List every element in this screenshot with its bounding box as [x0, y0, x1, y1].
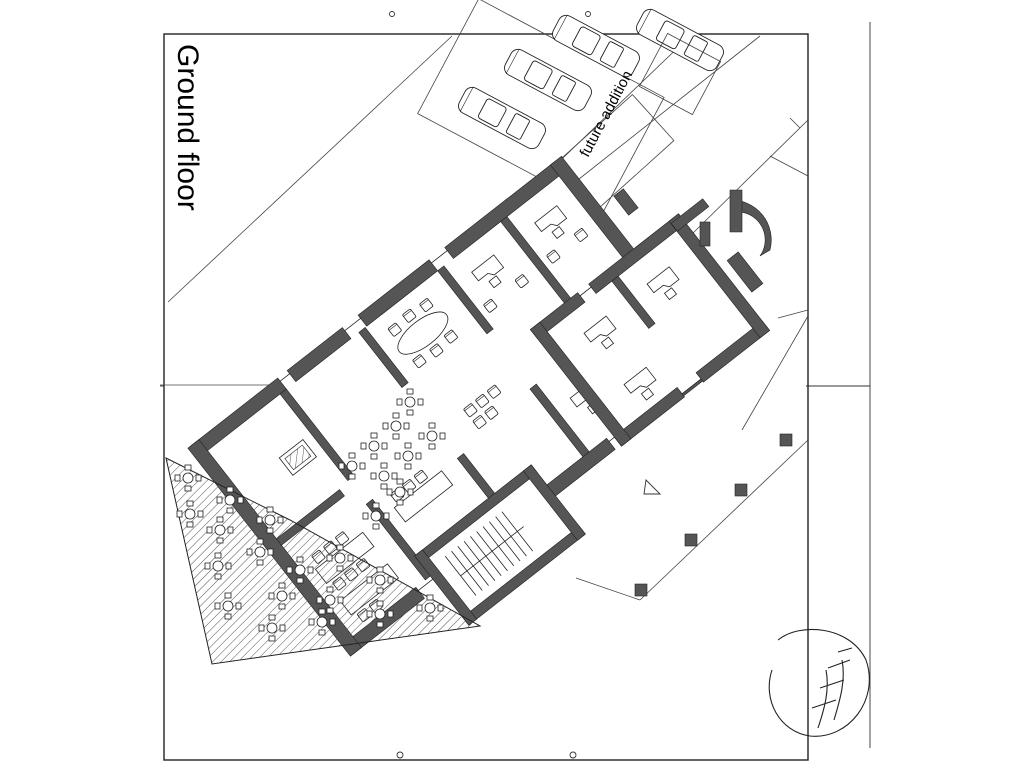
entrance-canopy: [613, 188, 772, 293]
binder-marks: [160, 11, 871, 759]
terrace-columns: [634, 433, 793, 597]
stair-core: [414, 464, 586, 626]
future-addition-label: future addition: [577, 68, 637, 160]
building-east-wing: [529, 213, 771, 447]
site-boundary-lines: [160, 35, 809, 601]
outdoor-dining-terrace: [165, 457, 482, 665]
signature-stamp: [768, 628, 870, 737]
drawing-frame: [163, 33, 809, 761]
drawing-title: Ground floor: [171, 44, 204, 211]
